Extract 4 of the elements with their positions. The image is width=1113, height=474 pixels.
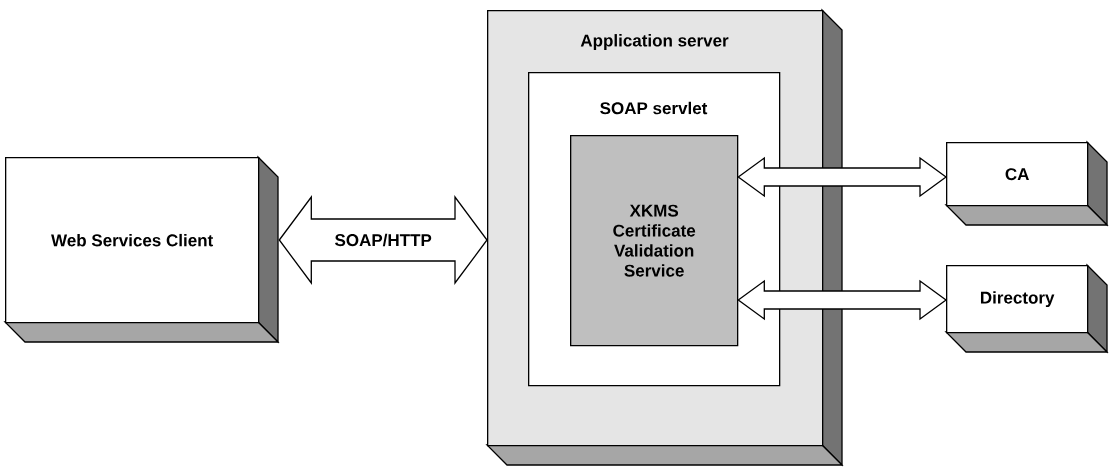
double-arrow bbox=[278, 195, 488, 285]
double-arrow bbox=[737, 156, 948, 198]
double-arrow bbox=[737, 279, 948, 321]
service-box: XKMS Certificate Validation Service bbox=[570, 135, 739, 347]
